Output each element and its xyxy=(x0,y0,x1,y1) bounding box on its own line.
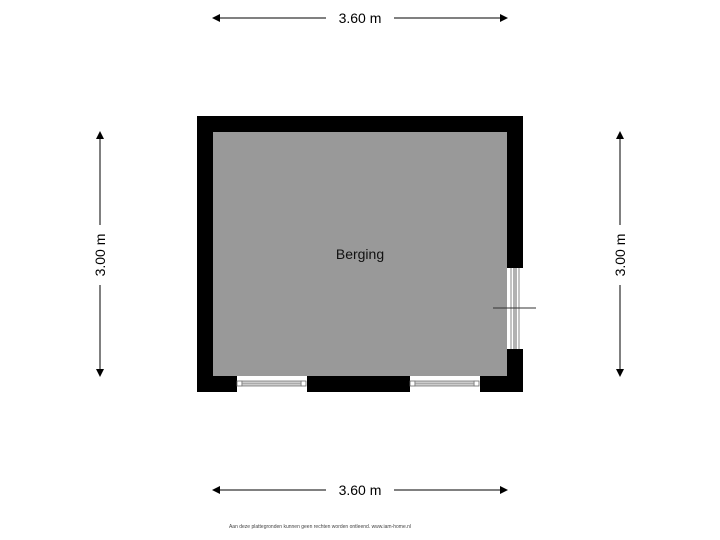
room-label-berging: Berging xyxy=(336,246,384,262)
window-bottom-left xyxy=(236,376,307,392)
dimension-label-left: 3.00 m xyxy=(92,234,108,277)
dimension-left: 3.00 m xyxy=(92,131,108,377)
window-bottom-right xyxy=(409,376,480,392)
room-floor-berging xyxy=(213,132,507,376)
dimension-bottom: 3.60 m xyxy=(212,482,508,498)
dimension-right: 3.00 m xyxy=(612,131,628,377)
dimension-label-right: 3.00 m xyxy=(612,234,628,277)
dimension-label-bottom: 3.60 m xyxy=(339,482,382,498)
window-right xyxy=(493,268,536,349)
dimension-label-top: 3.60 m xyxy=(339,10,382,26)
disclaimer: Aan deze plattegronden kunnen geen recht… xyxy=(229,524,411,530)
dimension-top: 3.60 m xyxy=(212,10,508,26)
